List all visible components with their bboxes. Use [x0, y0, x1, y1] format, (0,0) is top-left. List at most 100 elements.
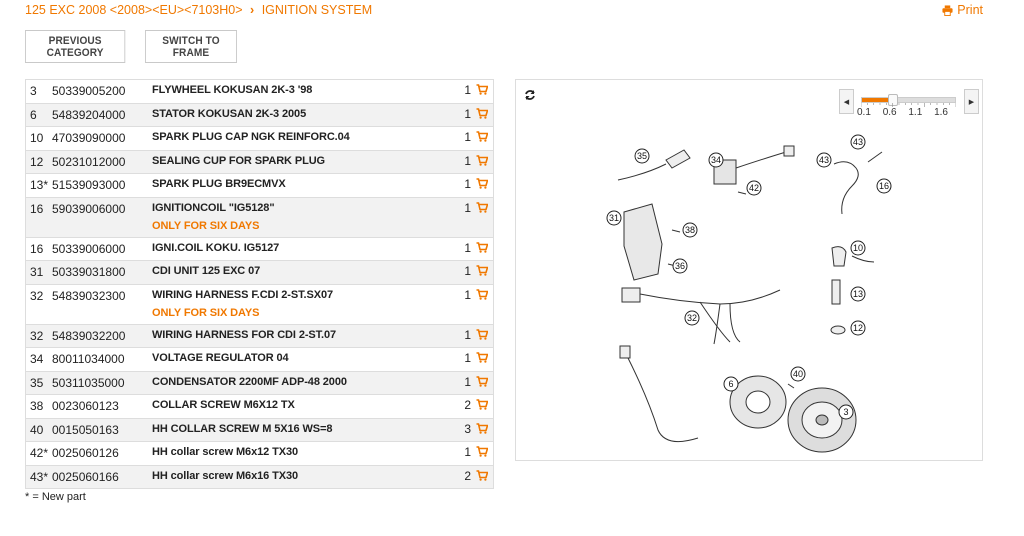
part-position: 32: [30, 288, 44, 303]
cart-icon[interactable]: [476, 469, 488, 481]
cart-icon[interactable]: [476, 422, 488, 434]
diagram-callout[interactable]: 43: [816, 152, 832, 168]
cart-icon[interactable]: [476, 328, 488, 340]
add-to-cart-button[interactable]: [471, 285, 493, 324]
zoom-slider[interactable]: [861, 94, 956, 106]
part-number: 0023060123: [52, 399, 119, 413]
part-quantity: 1: [464, 264, 471, 278]
cart-icon[interactable]: [476, 352, 488, 363]
switch-to-frame-button[interactable]: SWITCH TO FRAME: [145, 30, 237, 63]
cart-icon[interactable]: [476, 265, 488, 276]
add-to-cart-button[interactable]: [471, 261, 493, 284]
print-label: Print: [957, 3, 983, 17]
part-position: 16: [30, 201, 44, 216]
breadcrumb-section[interactable]: IGNITION SYSTEM: [261, 3, 373, 17]
callout-label: 42: [749, 183, 759, 193]
diagram-callout[interactable]: 38: [682, 222, 698, 238]
add-to-cart-button[interactable]: [471, 395, 493, 418]
part-position: 10: [30, 131, 44, 145]
refresh-icon[interactable]: [524, 89, 536, 101]
part-quantity: 1: [464, 445, 471, 459]
diagram-callout[interactable]: 10: [850, 240, 866, 256]
diagram-callout[interactable]: 31: [606, 210, 622, 226]
diagram-callout[interactable]: 6: [723, 376, 739, 392]
cart-icon[interactable]: [476, 131, 488, 142]
add-to-cart-button[interactable]: [471, 104, 493, 127]
part-position: 12: [30, 154, 44, 169]
print-link[interactable]: Print: [942, 3, 983, 17]
add-to-cart-button[interactable]: [471, 238, 493, 261]
diagram-callout[interactable]: 34: [708, 152, 724, 168]
diagram-callout[interactable]: 13: [850, 286, 866, 302]
part-description: SEALING CUP FOR SPARK PLUG: [152, 151, 447, 174]
cart-icon[interactable]: [476, 201, 488, 213]
callout-label: 16: [879, 181, 889, 191]
zoom-out-button[interactable]: ◀: [839, 89, 854, 114]
add-to-cart-button[interactable]: [471, 419, 493, 442]
part-note: ONLY FOR SIX DAYS: [152, 219, 260, 232]
cart-icon[interactable]: [476, 107, 488, 119]
cart-icon[interactable]: [476, 375, 488, 387]
part-position: 40: [30, 422, 44, 437]
add-to-cart-button[interactable]: [471, 325, 493, 348]
add-to-cart-button[interactable]: [471, 127, 493, 150]
previous-category-button[interactable]: PREVIOUS CATEGORY: [25, 30, 126, 63]
add-to-cart-button[interactable]: [471, 151, 493, 174]
part-number: 80011034000: [52, 352, 125, 366]
cart-icon[interactable]: [476, 288, 488, 300]
add-to-cart-button[interactable]: [471, 442, 493, 465]
diagram-callout[interactable]: 35: [634, 148, 650, 164]
exploded-diagram[interactable]: 35 34 42 43 43 16 31 38 36 10 13 12 32 6 40 3: [516, 80, 984, 462]
breadcrumb-model[interactable]: 125 EXC 2008 <2008><EU><7103H0>: [25, 3, 243, 17]
diagram-callout[interactable]: 36: [672, 258, 688, 274]
part-number: 50231012000: [52, 154, 126, 169]
diagram-callout[interactable]: 16: [876, 178, 892, 194]
part-number: 50311035000: [52, 375, 125, 390]
part-number: 0025060166: [52, 469, 119, 484]
part-description-text: SPARK PLUG CAP NGK REINFORC.04: [152, 131, 350, 143]
callout-label: 34: [711, 155, 721, 165]
diagram-callout[interactable]: 40: [790, 366, 806, 382]
add-to-cart-button[interactable]: [471, 466, 493, 489]
zoom-label: 0.1: [857, 107, 871, 118]
diagram-callout[interactable]: 43: [850, 134, 866, 150]
part-position: 35: [30, 375, 44, 390]
cart-icon[interactable]: [476, 178, 488, 189]
diagram-callout[interactable]: 3: [838, 404, 854, 420]
add-to-cart-button[interactable]: [471, 174, 493, 197]
zoom-ticks: [861, 103, 956, 107]
diagram-callout[interactable]: 32: [684, 310, 700, 326]
zoom-in-button[interactable]: ▶: [964, 89, 979, 114]
diagram-callout[interactable]: 12: [850, 320, 866, 336]
add-to-cart-button[interactable]: [471, 198, 493, 237]
diagram-callout[interactable]: 42: [746, 180, 762, 196]
zoom-label: 1.6: [934, 107, 948, 118]
cart-icon[interactable]: [476, 399, 488, 410]
part-quantity: 1: [464, 327, 471, 342]
cart-icon[interactable]: [476, 154, 488, 166]
add-to-cart-button[interactable]: [471, 372, 493, 395]
cart-icon[interactable]: [476, 446, 488, 457]
zoom-slider-handle[interactable]: [888, 94, 898, 106]
add-to-cart-button[interactable]: [471, 348, 493, 371]
cart-icon[interactable]: [476, 84, 488, 95]
cart-icon[interactable]: [476, 241, 488, 253]
add-to-cart-button[interactable]: [471, 80, 493, 103]
